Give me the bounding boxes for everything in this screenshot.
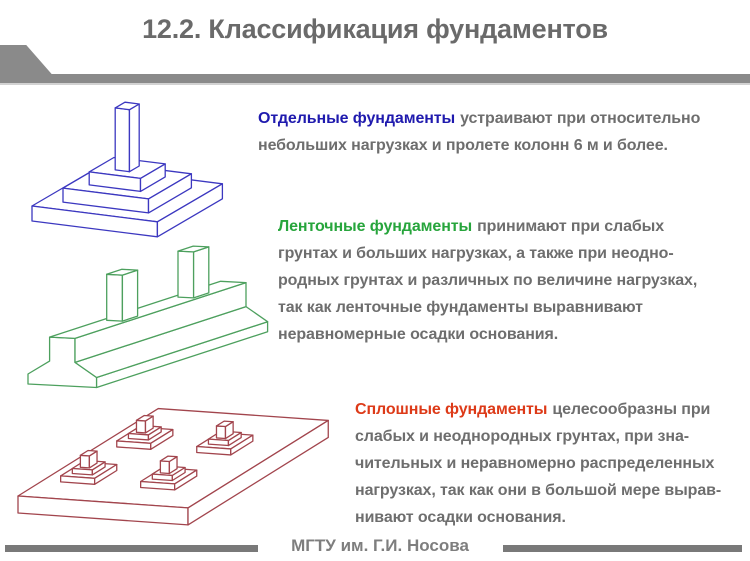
slab-foundation-drawing [17, 407, 329, 526]
footer-rule-left [5, 545, 258, 552]
strip-foundation-drawing [27, 245, 269, 389]
header-rule [0, 74, 750, 83]
text-line: небольших нагрузках и пролете колонн 6 м… [258, 137, 668, 154]
text-line: нагрузках, так как они в большой мере вы… [355, 482, 722, 499]
body-text: целесообразны при [552, 401, 711, 418]
slab-foundations-heading: Сплошные фундаменты [355, 401, 548, 418]
corner-accent-shape [0, 45, 53, 75]
body-text: принимают при слабых [477, 218, 665, 235]
individual-foundation-drawing [31, 101, 224, 238]
footer-institution: МГТУ им. Г.И. Носова [291, 536, 469, 555]
individual-foundations-heading: Отдельные фундаменты [258, 110, 456, 127]
slide-title: 12.2. Классификация фундаментов [142, 14, 608, 44]
strip-foundations-heading: Ленточные фундаменты [278, 218, 473, 235]
footer-rule-right [503, 545, 742, 552]
text-line: чительных и неравномерно распределенных [355, 455, 715, 472]
text-line: родных грунтах и различных по величине н… [278, 272, 698, 289]
text-line: неравномерные осадки основания. [278, 326, 559, 343]
text-line: слабых и неоднородных грунтах, при зна- [355, 428, 689, 445]
text-line: грунтах и больших нагрузках, а также при… [278, 245, 674, 262]
text-line: так как ленточные фундаменты выравнивают [278, 299, 643, 316]
header-rule-shadow [0, 83, 750, 85]
text-line: нивают осадки основания. [355, 509, 566, 526]
body-text: устраивают при относительно [460, 110, 701, 127]
